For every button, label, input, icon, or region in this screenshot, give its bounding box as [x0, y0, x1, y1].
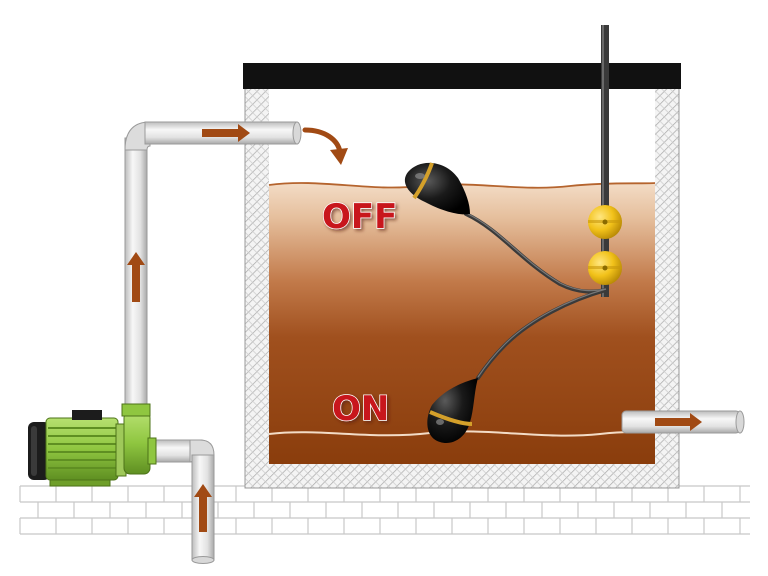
low-level-line — [268, 430, 656, 437]
float-switch-rod — [601, 25, 609, 297]
rod-float-icon — [588, 251, 622, 285]
rod-float-icon — [588, 205, 622, 239]
water-pump-icon — [28, 403, 157, 487]
flow-arrow-icon — [655, 413, 702, 431]
flow-arrow-icon — [202, 124, 250, 142]
tank-lid — [243, 63, 681, 89]
flow-arrow-icon — [302, 127, 348, 165]
flow-arrow-icon — [194, 484, 212, 532]
float-switch-icon — [404, 162, 470, 215]
flow-arrow-icon — [127, 252, 145, 302]
liquid — [269, 182, 655, 464]
float-switch-icon — [427, 378, 478, 444]
off-label: OFF — [322, 197, 397, 237]
liquid-surface-line — [268, 182, 656, 189]
on-label: ON — [332, 389, 389, 429]
brick-ground — [19, 485, 750, 545]
